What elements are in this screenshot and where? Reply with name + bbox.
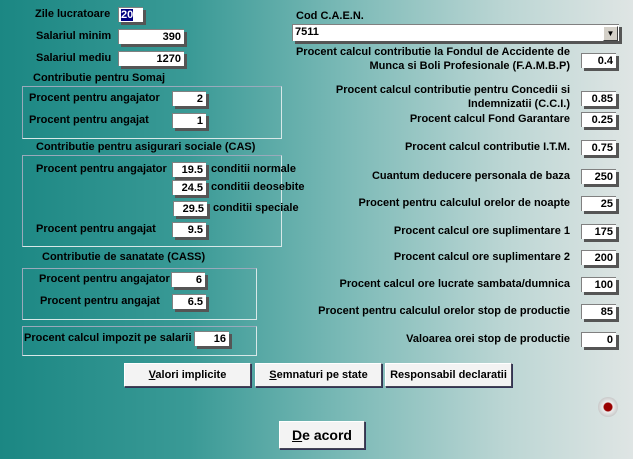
de-acord-button[interactable]: De acord xyxy=(279,421,365,449)
zile-value: 20 xyxy=(121,9,134,21)
impozit-label: Procent calcul impozit pe salarii xyxy=(24,332,192,344)
ok-accel: D xyxy=(292,427,303,443)
row-label-line2: Munca si Boli Profesionale (F.A.M.B.P) xyxy=(369,60,570,72)
right-row-input[interactable]: 200 xyxy=(581,250,616,265)
right-row-label: Procent calcul Fond Garantare xyxy=(410,112,570,126)
somaj-group xyxy=(22,86,282,139)
row-label-line: Procent pentru calculul orelor de noapte xyxy=(358,197,570,209)
cass-angajator-input[interactable]: 6 xyxy=(171,272,205,287)
right-row-input[interactable]: 0.4 xyxy=(581,53,616,68)
zile-label: Zile lucratoare xyxy=(35,8,111,20)
cass-title: Contributie de sanatate (CASS) xyxy=(42,251,206,263)
cas-normale-input[interactable]: 19.5 xyxy=(172,162,206,177)
row-label-line2: Indemnizatii (C.C.I.) xyxy=(467,98,570,110)
cas-deosebite-label: conditii deosebite xyxy=(211,181,305,193)
row-label-line: Procent calcul contributie la Fondul de … xyxy=(295,46,570,58)
right-row-label: Valoarea orei stop de productie xyxy=(406,332,570,346)
right-row-label: Cuantum deducere personala de baza xyxy=(372,169,570,183)
caen-label: Cod C.A.E.N. xyxy=(296,10,364,22)
cas-deosebite-input[interactable]: 24.5 xyxy=(172,180,206,195)
valori-accel: V xyxy=(148,369,156,381)
zile-input[interactable]: 20 xyxy=(118,7,143,22)
cas-normale-label: conditii normale xyxy=(211,163,296,175)
row-label-line: Procent calcul Fond Garantare xyxy=(409,113,570,125)
salariul-mediu-input[interactable]: 1270 xyxy=(118,51,184,66)
cas-angajat-label: Procent pentru angajat xyxy=(36,223,156,235)
semnaturi-accel: S xyxy=(269,369,277,381)
right-row-label: Procent calcul ore suplimentare 1 xyxy=(394,224,570,238)
cas-title: Contributie pentru asigurari sociale (CA… xyxy=(36,141,256,153)
right-row-input[interactable]: 0.25 xyxy=(581,112,616,127)
right-row-input[interactable]: 0 xyxy=(581,332,616,347)
salariul-minim-input[interactable]: 390 xyxy=(118,29,184,44)
impozit-input[interactable]: 16 xyxy=(194,331,229,346)
right-row-label: Procent calcul contributie pentru Conced… xyxy=(336,83,570,111)
impozit-group xyxy=(22,326,257,356)
chevron-down-icon[interactable]: ▼ xyxy=(603,26,618,41)
record-indicator-icon[interactable] xyxy=(598,397,618,417)
row-label-line: Procent calcul ore lucrate sambata/dumni… xyxy=(339,278,570,290)
right-row-input[interactable]: 85 xyxy=(581,304,616,319)
right-row-input[interactable]: 25 xyxy=(581,196,616,211)
right-row-label: Procent calcul ore suplimentare 2 xyxy=(394,250,570,264)
cas-speciale-label: conditii speciale xyxy=(213,202,299,214)
cas-group xyxy=(22,155,282,247)
caen-combobox[interactable]: 7511 ▼ xyxy=(292,24,619,41)
right-row-label: Procent calcul contributie la Fondul de … xyxy=(296,45,570,73)
row-label-line: Cuantum deducere personala de baza xyxy=(371,170,570,182)
salariul-minim-label: Salariul minim xyxy=(36,30,112,42)
somaj-angajator-label: Procent pentru angajator xyxy=(29,92,160,104)
right-row-input[interactable]: 250 xyxy=(581,169,616,184)
cass-angajator-label: Procent pentru angajator xyxy=(39,273,170,285)
somaj-angajat-input[interactable]: 1 xyxy=(172,113,206,128)
right-row-input[interactable]: 100 xyxy=(581,277,616,292)
caen-value: 7511 xyxy=(295,26,319,38)
cass-angajat-input[interactable]: 6.5 xyxy=(172,294,206,309)
salariul-mediu-label: Salariul mediu xyxy=(36,52,112,64)
somaj-angajat-label: Procent pentru angajat xyxy=(29,114,149,126)
right-row-label: Procent calcul contributie I.T.M. xyxy=(405,140,570,154)
right-row-label: Procent pentru calculul orelor de noapte xyxy=(359,196,570,210)
right-row-label: Procent pentru calculul orelor stop de p… xyxy=(318,304,570,318)
semnaturi-label: emnaturi pe state xyxy=(276,369,368,381)
cas-angajat-input[interactable]: 9.5 xyxy=(172,222,206,237)
row-label-line: Procent calcul ore suplimentare 1 xyxy=(393,225,570,237)
valori-label: alori implicite xyxy=(155,369,227,381)
right-row-input[interactable]: 0.75 xyxy=(581,140,616,155)
row-label-line: Procent pentru calculul orelor stop de p… xyxy=(318,305,570,317)
somaj-angajator-input[interactable]: 2 xyxy=(172,91,206,106)
right-row-label: Procent calcul ore lucrate sambata/dumni… xyxy=(340,277,570,291)
row-label-line: Procent calcul contributie I.T.M. xyxy=(404,141,570,153)
right-row-input[interactable]: 175 xyxy=(581,224,616,239)
ok-label: e acord xyxy=(302,427,352,443)
semnaturi-button[interactable]: Semnaturi pe state xyxy=(255,363,382,387)
row-label-line: Valoarea orei stop de productie xyxy=(406,333,570,345)
cass-angajat-label: Procent pentru angajat xyxy=(40,295,160,307)
right-row-input[interactable]: 0.85 xyxy=(581,91,616,106)
cass-group xyxy=(22,268,257,320)
cas-angajator-label: Procent pentru angajator xyxy=(36,163,167,175)
row-label-line: Procent calcul ore suplimentare 2 xyxy=(393,251,570,263)
valori-implicite-button[interactable]: Valori implicite xyxy=(124,363,251,387)
cas-speciale-input[interactable]: 29.5 xyxy=(173,201,207,216)
responsabil-button[interactable]: Responsabil declaratii xyxy=(385,363,512,387)
somaj-title: Contributie pentru Somaj xyxy=(33,72,165,84)
row-label-line: Procent calcul contributie pentru Conced… xyxy=(335,84,570,96)
